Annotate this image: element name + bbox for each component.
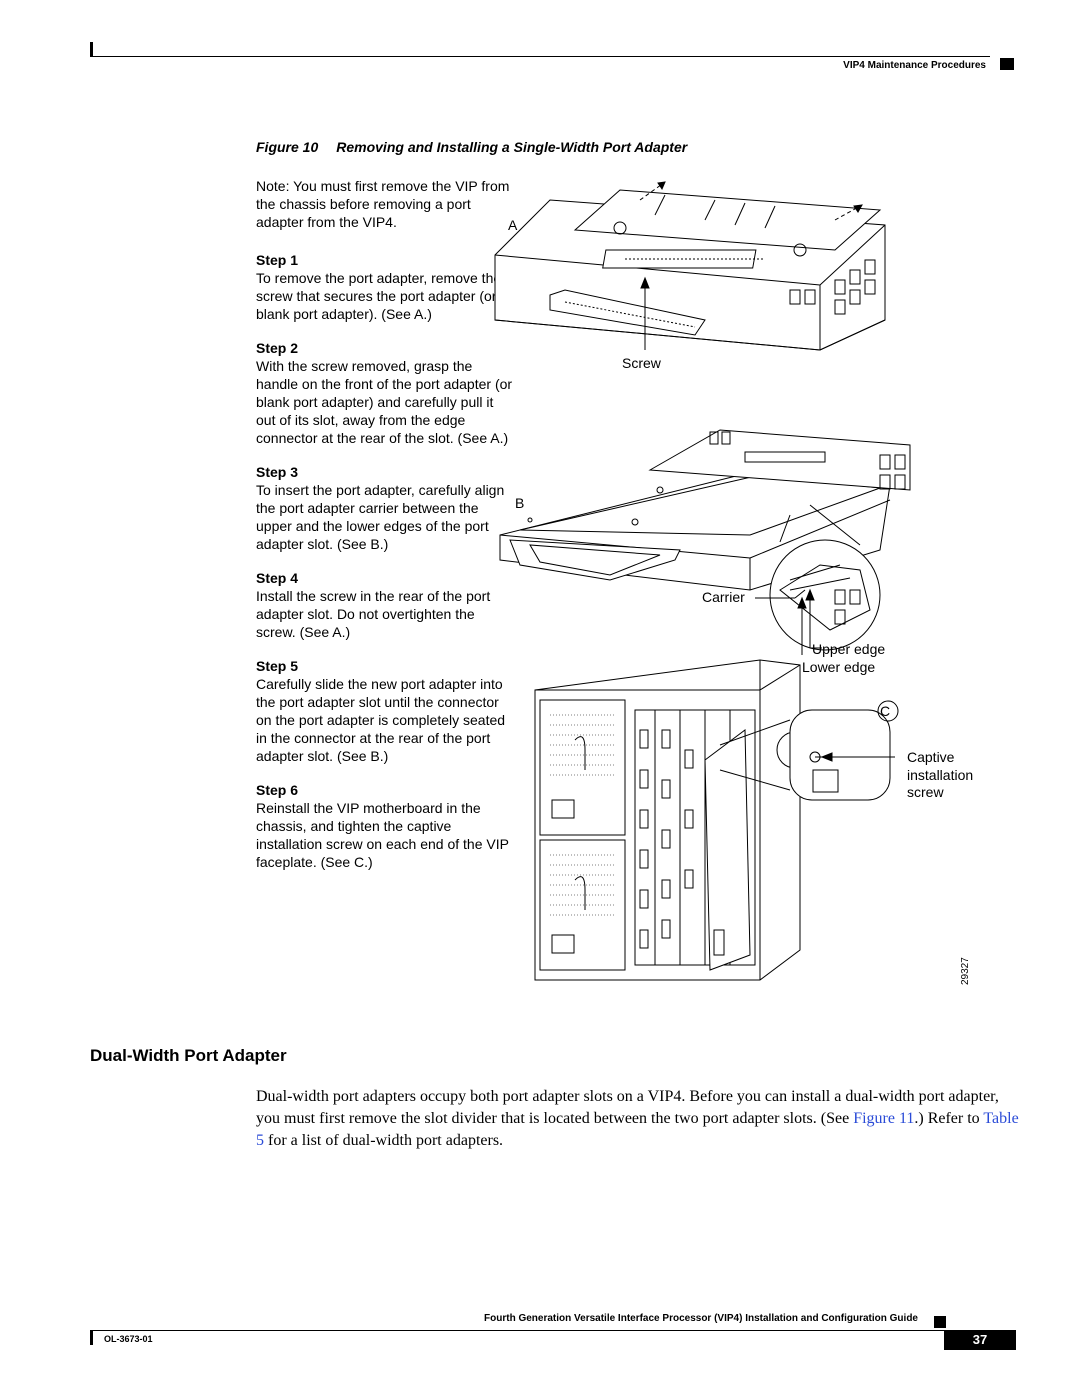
step-label: Step 3 — [256, 464, 299, 480]
step-5: Step 5 Carefully slide the new port adap… — [256, 657, 516, 765]
section-heading: Dual-Width Port Adapter — [90, 1046, 287, 1065]
step-text: To insert the port adapter, carefully al… — [256, 482, 505, 552]
paragraph-text: .) Refer to — [914, 1110, 984, 1127]
panel-a-port-adapter — [494, 181, 886, 351]
step-6: Step 6 Reinstall the VIP motherboard in … — [256, 781, 516, 871]
panel-c-label: C — [880, 703, 890, 719]
captive-callout-line2: installation — [907, 767, 973, 783]
captive-callout-line3: screw — [907, 784, 944, 800]
panel-b-carrier-insertion — [499, 429, 911, 655]
figure-caption: Figure 10 Removing and Installing a Singl… — [256, 139, 687, 155]
step-text: Carefully slide the new port adapter int… — [256, 676, 506, 764]
screw-callout: Screw — [622, 355, 662, 371]
figure-note: Note: You must first remove the VIP from… — [256, 178, 510, 230]
step-label: Step 5 — [256, 658, 299, 674]
upper-edge-callout: Upper edge — [812, 641, 885, 657]
header-marker — [1000, 58, 1014, 70]
figure-steps: Note: You must first remove the VIP from… — [256, 177, 516, 887]
step-label: Step 4 — [256, 570, 299, 586]
panel-a-label: A — [508, 217, 518, 233]
step-1: Step 1 To remove the port adapter, remov… — [256, 251, 516, 323]
header-rule-tick — [90, 42, 93, 57]
step-2: Step 2 With the screw removed, grasp the… — [256, 339, 516, 447]
carrier-callout: Carrier — [702, 589, 745, 605]
step-4: Step 4 Install the screw in the rear of … — [256, 569, 516, 641]
lower-edge-callout: Lower edge — [802, 659, 875, 675]
step-text: To remove the port adapter, remove the s… — [256, 270, 502, 322]
step-3: Step 3 To insert the port adapter, caref… — [256, 463, 516, 553]
header-rule — [90, 56, 990, 57]
page-number: 37 — [944, 1330, 1016, 1350]
step-label: Step 1 — [256, 252, 299, 268]
step-label: Step 2 — [256, 340, 299, 356]
panel-b-label: B — [515, 495, 524, 511]
footer-marker — [934, 1316, 946, 1328]
step-text: With the screw removed, grasp the handle… — [256, 358, 513, 446]
paragraph-text: for a list of dual-width port adapters. — [264, 1132, 504, 1149]
art-id: 29327 — [960, 957, 971, 985]
footer-rule-tick — [90, 1330, 93, 1345]
captive-callout-line1: Captive — [907, 749, 955, 765]
panel-c-chassis — [534, 659, 895, 981]
running-header-title: VIP4 Maintenance Procedures — [843, 60, 986, 71]
step-text: Reinstall the VIP motherboard in the cha… — [256, 800, 509, 870]
paragraph-text: Dual-width port adapters occupy both por… — [256, 1088, 999, 1127]
footer-guide-title: Fourth Generation Versatile Interface Pr… — [484, 1313, 918, 1324]
footer-rule — [90, 1330, 990, 1331]
step-label: Step 6 — [256, 782, 299, 798]
section-paragraph: Dual-width port adapters occupy both por… — [256, 1086, 1021, 1152]
step-text: Install the screw in the rear of the por… — [256, 588, 491, 640]
table-5-link[interactable]: Table 5 — [256, 1110, 1019, 1149]
figure-number: Figure 10 — [256, 139, 319, 155]
document-number: OL-3673-01 — [104, 1334, 153, 1344]
figure-title: Removing and Installing a Single-Width P… — [336, 139, 688, 155]
port-adapter-illustration: A Screw — [494, 181, 973, 985]
figure-11-link[interactable]: Figure 11 — [853, 1110, 915, 1127]
